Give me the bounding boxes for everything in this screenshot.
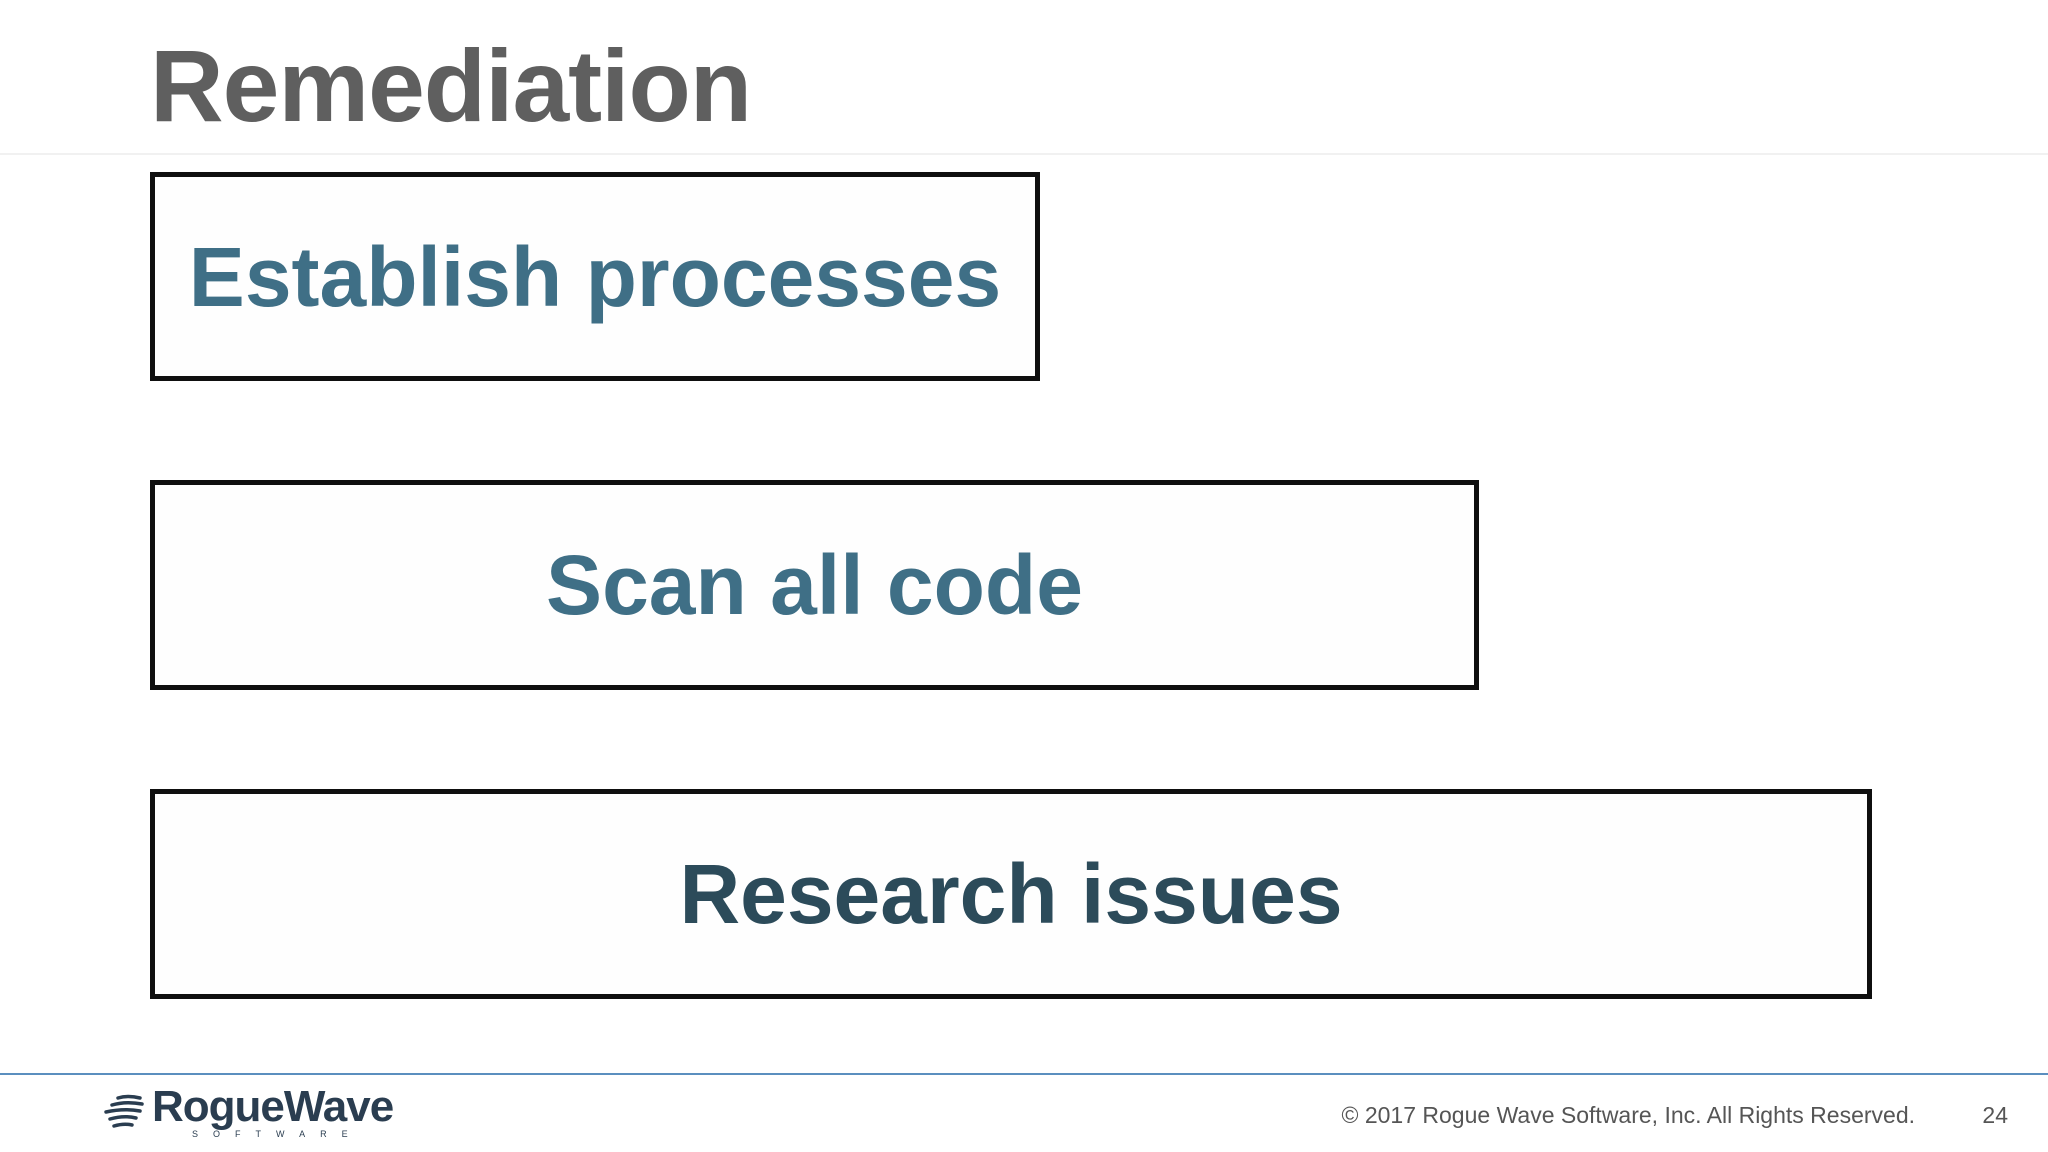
rogue-wave-logo: RogueWave SOFTWARE xyxy=(104,1082,394,1144)
step-box-establish-processes: Establish processes xyxy=(150,172,1040,381)
step-label: Scan all code xyxy=(546,538,1083,632)
step-box-research-issues: Research issues xyxy=(150,789,1872,999)
logo-wordmark: RogueWave xyxy=(152,1082,394,1131)
page-number: 24 xyxy=(1982,1102,2008,1128)
step-label: Establish processes xyxy=(188,229,1002,324)
title-divider xyxy=(0,153,2048,155)
slide-title: Remediation xyxy=(150,29,752,143)
footer-divider xyxy=(0,1073,2048,1075)
logo-subtitle: SOFTWARE xyxy=(192,1129,363,1140)
rogue-wave-logo-icon xyxy=(104,1094,144,1128)
logo-text: RogueWave SOFTWARE xyxy=(152,1082,394,1140)
step-box-scan-all-code: Scan all code xyxy=(150,480,1479,690)
copyright-notice: © 2017 Rogue Wave Software, Inc. All Rig… xyxy=(1341,1102,1915,1128)
step-label: Research issues xyxy=(679,847,1343,941)
